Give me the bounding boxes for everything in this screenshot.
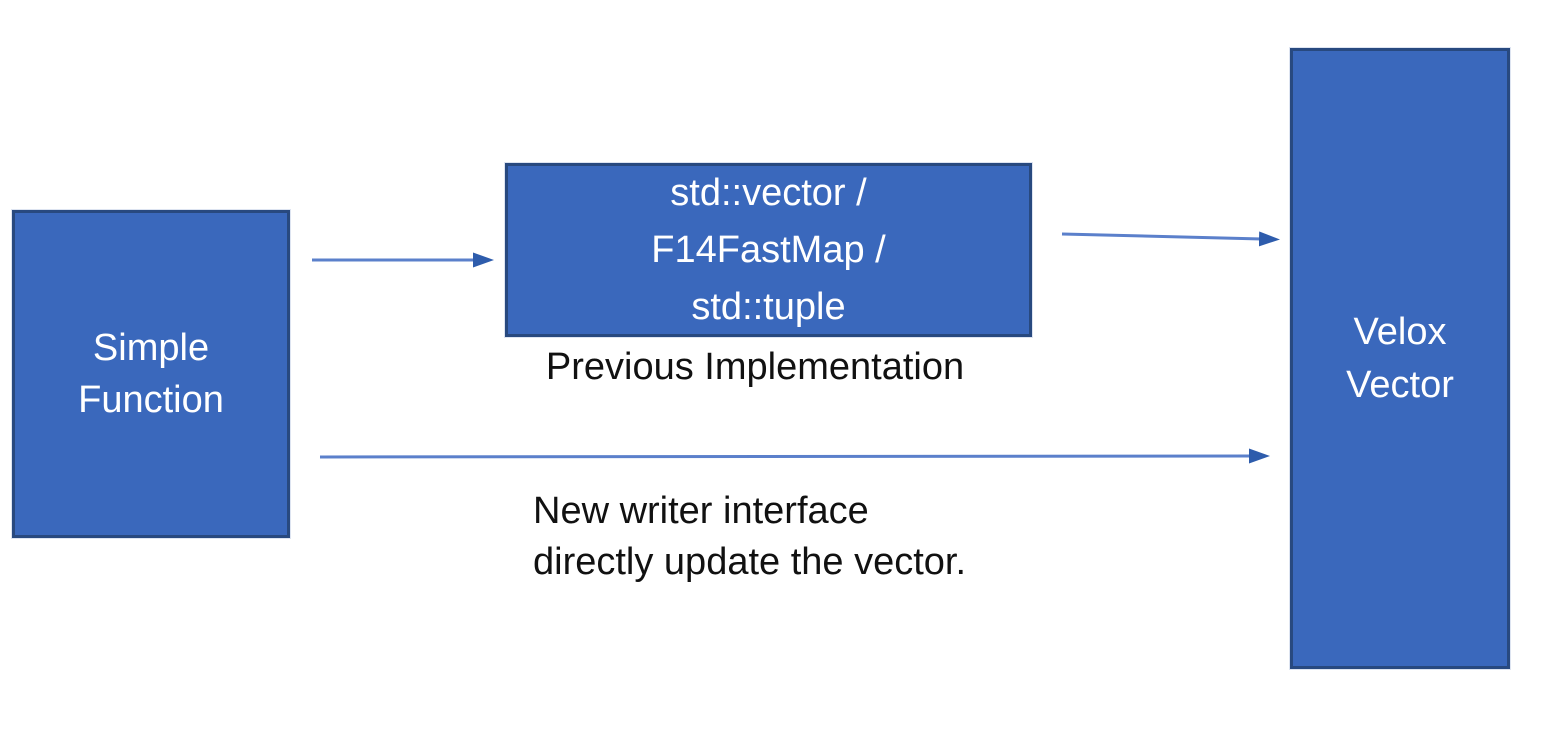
node-previous-implementation: std::vector / F14FastMap / std::tuple bbox=[505, 163, 1032, 337]
previous-implementation-caption: Previous Implementation bbox=[545, 346, 965, 388]
edge-simple-to-velox bbox=[319, 448, 1270, 464]
node-simple-function-label: Simple Function bbox=[78, 326, 224, 421]
node-velox-vector: Velox Vector bbox=[1290, 48, 1510, 669]
edge-previous-to-velox bbox=[1061, 231, 1280, 247]
new-writer-interface-note: New writer interface directly update the… bbox=[533, 490, 967, 584]
node-simple-function: Simple Function bbox=[12, 210, 290, 538]
node-velox-vector-label: Velox Vector bbox=[1346, 311, 1454, 406]
node-previous-implementation-label: std::vector / F14FastMap / std::tuple bbox=[651, 171, 886, 328]
